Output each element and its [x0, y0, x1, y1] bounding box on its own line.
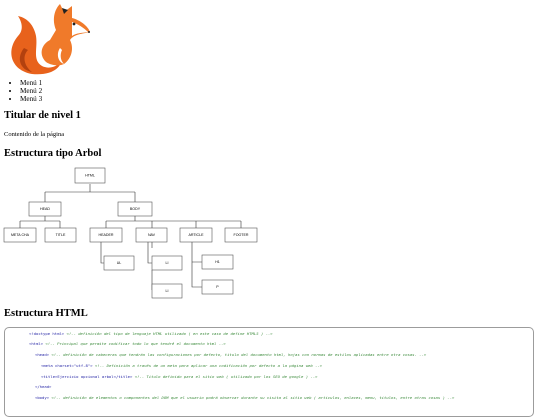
- tree-node-title: TITLE: [44, 227, 77, 243]
- tree-node-meta: META CHA: [3, 227, 37, 243]
- tree-node-header: HEADER: [89, 227, 123, 243]
- tree-node-nav-ul: UL: [103, 255, 135, 271]
- html-section-title: Estructura HTML: [4, 308, 88, 319]
- edge-head-children: [19, 216, 61, 228]
- edge-article-children: [191, 242, 202, 288]
- code-tag: <body>: [35, 395, 50, 400]
- edge-html-children: [44, 184, 136, 202]
- code-line: <meta charset="utf-8"> <!-- Definición a…: [41, 364, 322, 368]
- code-line: <title>Ejercicio opcional arbol</title> …: [41, 375, 317, 379]
- code-tag: <meta charset="utf-8">: [41, 363, 93, 368]
- svg-text:LI: LI: [166, 261, 169, 265]
- code-comment: <!-- definición del tipo de lenguaje HTM…: [66, 331, 273, 336]
- code-line: <html> <!-- Principal que permite codifi…: [29, 342, 226, 346]
- code-comment: <!-- Definición a través de un meta para…: [94, 363, 323, 368]
- code-line: <head> <!-- definición de cabeceras que …: [35, 353, 426, 357]
- code-tag: </head>: [35, 384, 52, 389]
- tree-node-nav-li-parent: LI: [151, 255, 183, 271]
- svg-text:UL: UL: [117, 261, 122, 265]
- tree-node-p: P: [201, 279, 234, 295]
- tree-node-html: HTML: [74, 167, 106, 184]
- tree-section-title: Estructura tipo Arbol: [4, 148, 102, 159]
- tree-node-nav: NAV: [135, 227, 168, 243]
- code-comment: <!-- definición de cabeceras que tendrán…: [51, 352, 427, 357]
- svg-text:P: P: [216, 285, 219, 289]
- edge-nav-ul: [147, 242, 153, 264]
- tree-node-article: ARTICLE: [179, 227, 213, 243]
- code-line: <body> <!-- definición de elementos o co…: [35, 396, 454, 400]
- code-comment: <!-- Titulo definido para el sitio web (…: [134, 374, 318, 379]
- code-tag: <html>: [29, 341, 44, 346]
- svg-text:BODY: BODY: [130, 207, 141, 211]
- tree-node-head: HEAD: [28, 201, 62, 217]
- dom-tree-diagram: HTML HEAD BODY META CHA TITLE HEADER NAV…: [3, 167, 258, 299]
- menu-item[interactable]: Menú 3: [20, 95, 42, 103]
- menu-item[interactable]: Menú 2: [20, 87, 42, 95]
- svg-text:TITLE: TITLE: [56, 233, 66, 237]
- code-tag: <head>: [35, 352, 50, 357]
- svg-text:HEAD: HEAD: [40, 207, 50, 211]
- svg-text:HEADER: HEADER: [99, 233, 114, 237]
- code-comment: <!-- definición de elementos o component…: [51, 395, 455, 400]
- main-menu: Menú 1 Menú 2 Menú 3: [4, 79, 42, 103]
- menu-item[interactable]: Menú 1: [20, 79, 42, 87]
- fox-logo-icon: [11, 4, 90, 75]
- code-comment: <!-- Principal que permite codificar tod…: [45, 341, 226, 346]
- edge-body-children: [105, 216, 242, 228]
- code-tag: <!doctype html>: [29, 331, 65, 336]
- page-content: Contenido de la página: [4, 131, 65, 138]
- code-line: </head>: [35, 385, 51, 389]
- svg-text:FOOTER: FOOTER: [234, 233, 249, 237]
- svg-text:H1: H1: [215, 260, 220, 264]
- code-block: <!doctype html> <!-- definición del tipo…: [4, 327, 534, 417]
- edge-header-ul: [100, 242, 104, 264]
- svg-text:LI: LI: [166, 289, 169, 293]
- svg-text:HTML: HTML: [85, 173, 95, 177]
- tree-node-h1: H1: [201, 254, 234, 270]
- page-title: Titular de nivel 1: [4, 110, 81, 121]
- tree-node-li: LI: [151, 283, 183, 299]
- tree-node-footer: FOOTER: [224, 227, 258, 243]
- svg-text:ARTICLE: ARTICLE: [188, 233, 204, 237]
- svg-text:META CHA: META CHA: [11, 233, 30, 237]
- tree-node-body: BODY: [117, 201, 153, 217]
- code-tag: <title>Ejercicio opcional arbol</title>: [41, 374, 133, 379]
- svg-text:NAV: NAV: [148, 233, 156, 237]
- code-line: <!doctype html> <!-- definición del tipo…: [29, 332, 273, 336]
